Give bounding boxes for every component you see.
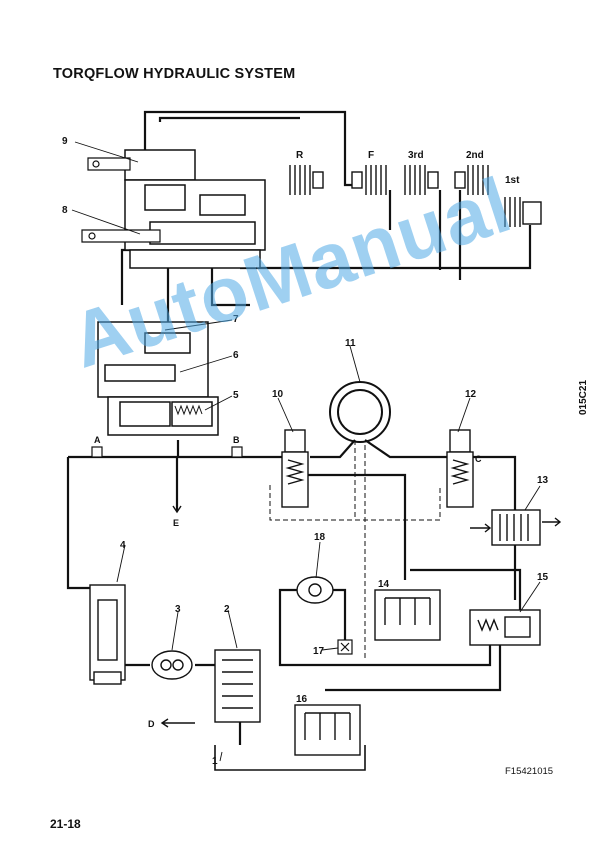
component-number-15: 15 [537, 572, 549, 583]
hydraulic-tank [214, 745, 366, 771]
component-number-9: 9 [62, 136, 68, 147]
component-number-12: 12 [465, 389, 477, 400]
clutch-label-1st: 1st [505, 175, 520, 186]
component-number-14: 14 [378, 579, 390, 590]
transmission-valve-block [124, 149, 266, 269]
outlet-arrows [160, 498, 195, 728]
relief-valve-12 [446, 429, 474, 508]
figure-code: F15421015 [505, 766, 554, 777]
line-to-15 [410, 568, 522, 610]
lubrication-14 [374, 589, 441, 641]
component-number-4: 4 [120, 540, 126, 551]
component-number-5: 5 [233, 390, 239, 401]
component-number-17: 17 [313, 646, 325, 657]
top-pilot-line [143, 110, 352, 187]
clutch-f [351, 165, 387, 195]
clutch-2nd [454, 165, 489, 195]
line-18-left [278, 588, 492, 667]
spring-5 [174, 404, 203, 416]
torque-converter-valve-block [97, 321, 219, 436]
component-number-3: 3 [175, 604, 181, 615]
pump [151, 650, 193, 680]
component-number-6: 6 [233, 350, 239, 361]
clutch-label-3rd: 3rd [408, 150, 424, 161]
strainer-17 [337, 639, 353, 655]
oil-filter [89, 584, 126, 685]
component-number-16: 16 [296, 694, 308, 705]
clutch-label-2nd: 2nd [466, 150, 484, 161]
clutch-r [289, 165, 324, 195]
component-number-13: 13 [537, 475, 549, 486]
leader-lines [71, 141, 541, 762]
lubrication-16 [294, 704, 361, 756]
r-clutch-line [158, 116, 300, 122]
line-to-14 [295, 473, 407, 580]
port-label-b: B [233, 435, 240, 445]
component-number-1: 1 [212, 756, 218, 767]
page-title: TORQFLOW HYDRAULIC SYSTEM [53, 66, 296, 82]
port-label-d: D [148, 719, 155, 729]
component-number-2: 2 [224, 604, 230, 615]
component-number-11: 11 [345, 338, 356, 349]
spool-9 [87, 157, 131, 171]
dashed-pilot-line [269, 485, 441, 521]
component-number-8: 8 [62, 205, 68, 216]
side-code: 015C21 [578, 379, 589, 415]
clutch-1st [504, 197, 542, 227]
spool-8 [81, 229, 161, 243]
clutch-3rd [404, 165, 439, 195]
relief-valve-10 [281, 429, 309, 508]
valve-15 [469, 609, 541, 646]
clutch-label-f: F [368, 150, 374, 161]
oil-cooler [470, 509, 562, 546]
component-number-18: 18 [314, 532, 326, 543]
port-markers [91, 446, 243, 458]
pump-18 [296, 576, 334, 604]
port-label-a: A [94, 435, 101, 445]
line-18-right [330, 588, 347, 640]
component-number-7: 7 [233, 314, 239, 325]
return-line-16 [325, 645, 502, 692]
main-line-left [66, 457, 95, 590]
dashed-drain-line [354, 440, 366, 660]
page-number: 21-18 [50, 817, 81, 831]
port-label-c: C [475, 454, 482, 464]
clutch-label-r: R [296, 150, 304, 161]
component-number-10: 10 [272, 389, 284, 400]
strainer [214, 649, 261, 723]
port-label-e: E [173, 518, 179, 528]
torque-converter [329, 381, 391, 443]
1st-clutch-down-line [240, 225, 532, 270]
